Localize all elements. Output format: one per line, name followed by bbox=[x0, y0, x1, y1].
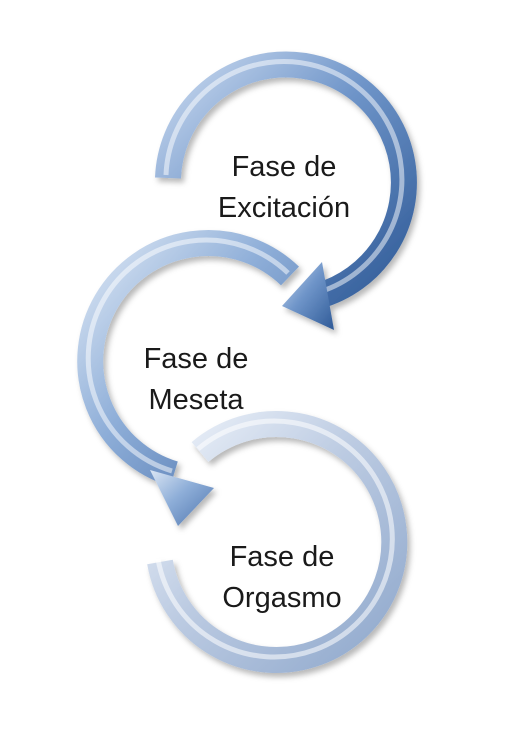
orgasmo-ring-arrow bbox=[147, 411, 408, 673]
meseta-arrowhead bbox=[150, 470, 214, 526]
meseta-label-line2: Meseta bbox=[148, 384, 244, 416]
excitacion-label-line2: Excitación bbox=[217, 192, 351, 224]
meseta-ring-arrow bbox=[77, 230, 299, 526]
orgasmo-label: Fase de Orgasmo bbox=[192, 537, 372, 619]
orgasmo-label-line2: Orgasmo bbox=[222, 582, 342, 614]
excitacion-label-line1: Fase de bbox=[231, 151, 337, 183]
excitacion-arrowhead bbox=[282, 262, 334, 330]
meseta-label: Fase de Meseta bbox=[106, 339, 286, 421]
excitacion-ring-arrow bbox=[155, 51, 417, 330]
excitacion-label: Fase de Excitación bbox=[194, 147, 374, 229]
meseta-label-line1: Fase de bbox=[143, 343, 249, 375]
orgasmo-label-line1: Fase de bbox=[229, 541, 335, 573]
